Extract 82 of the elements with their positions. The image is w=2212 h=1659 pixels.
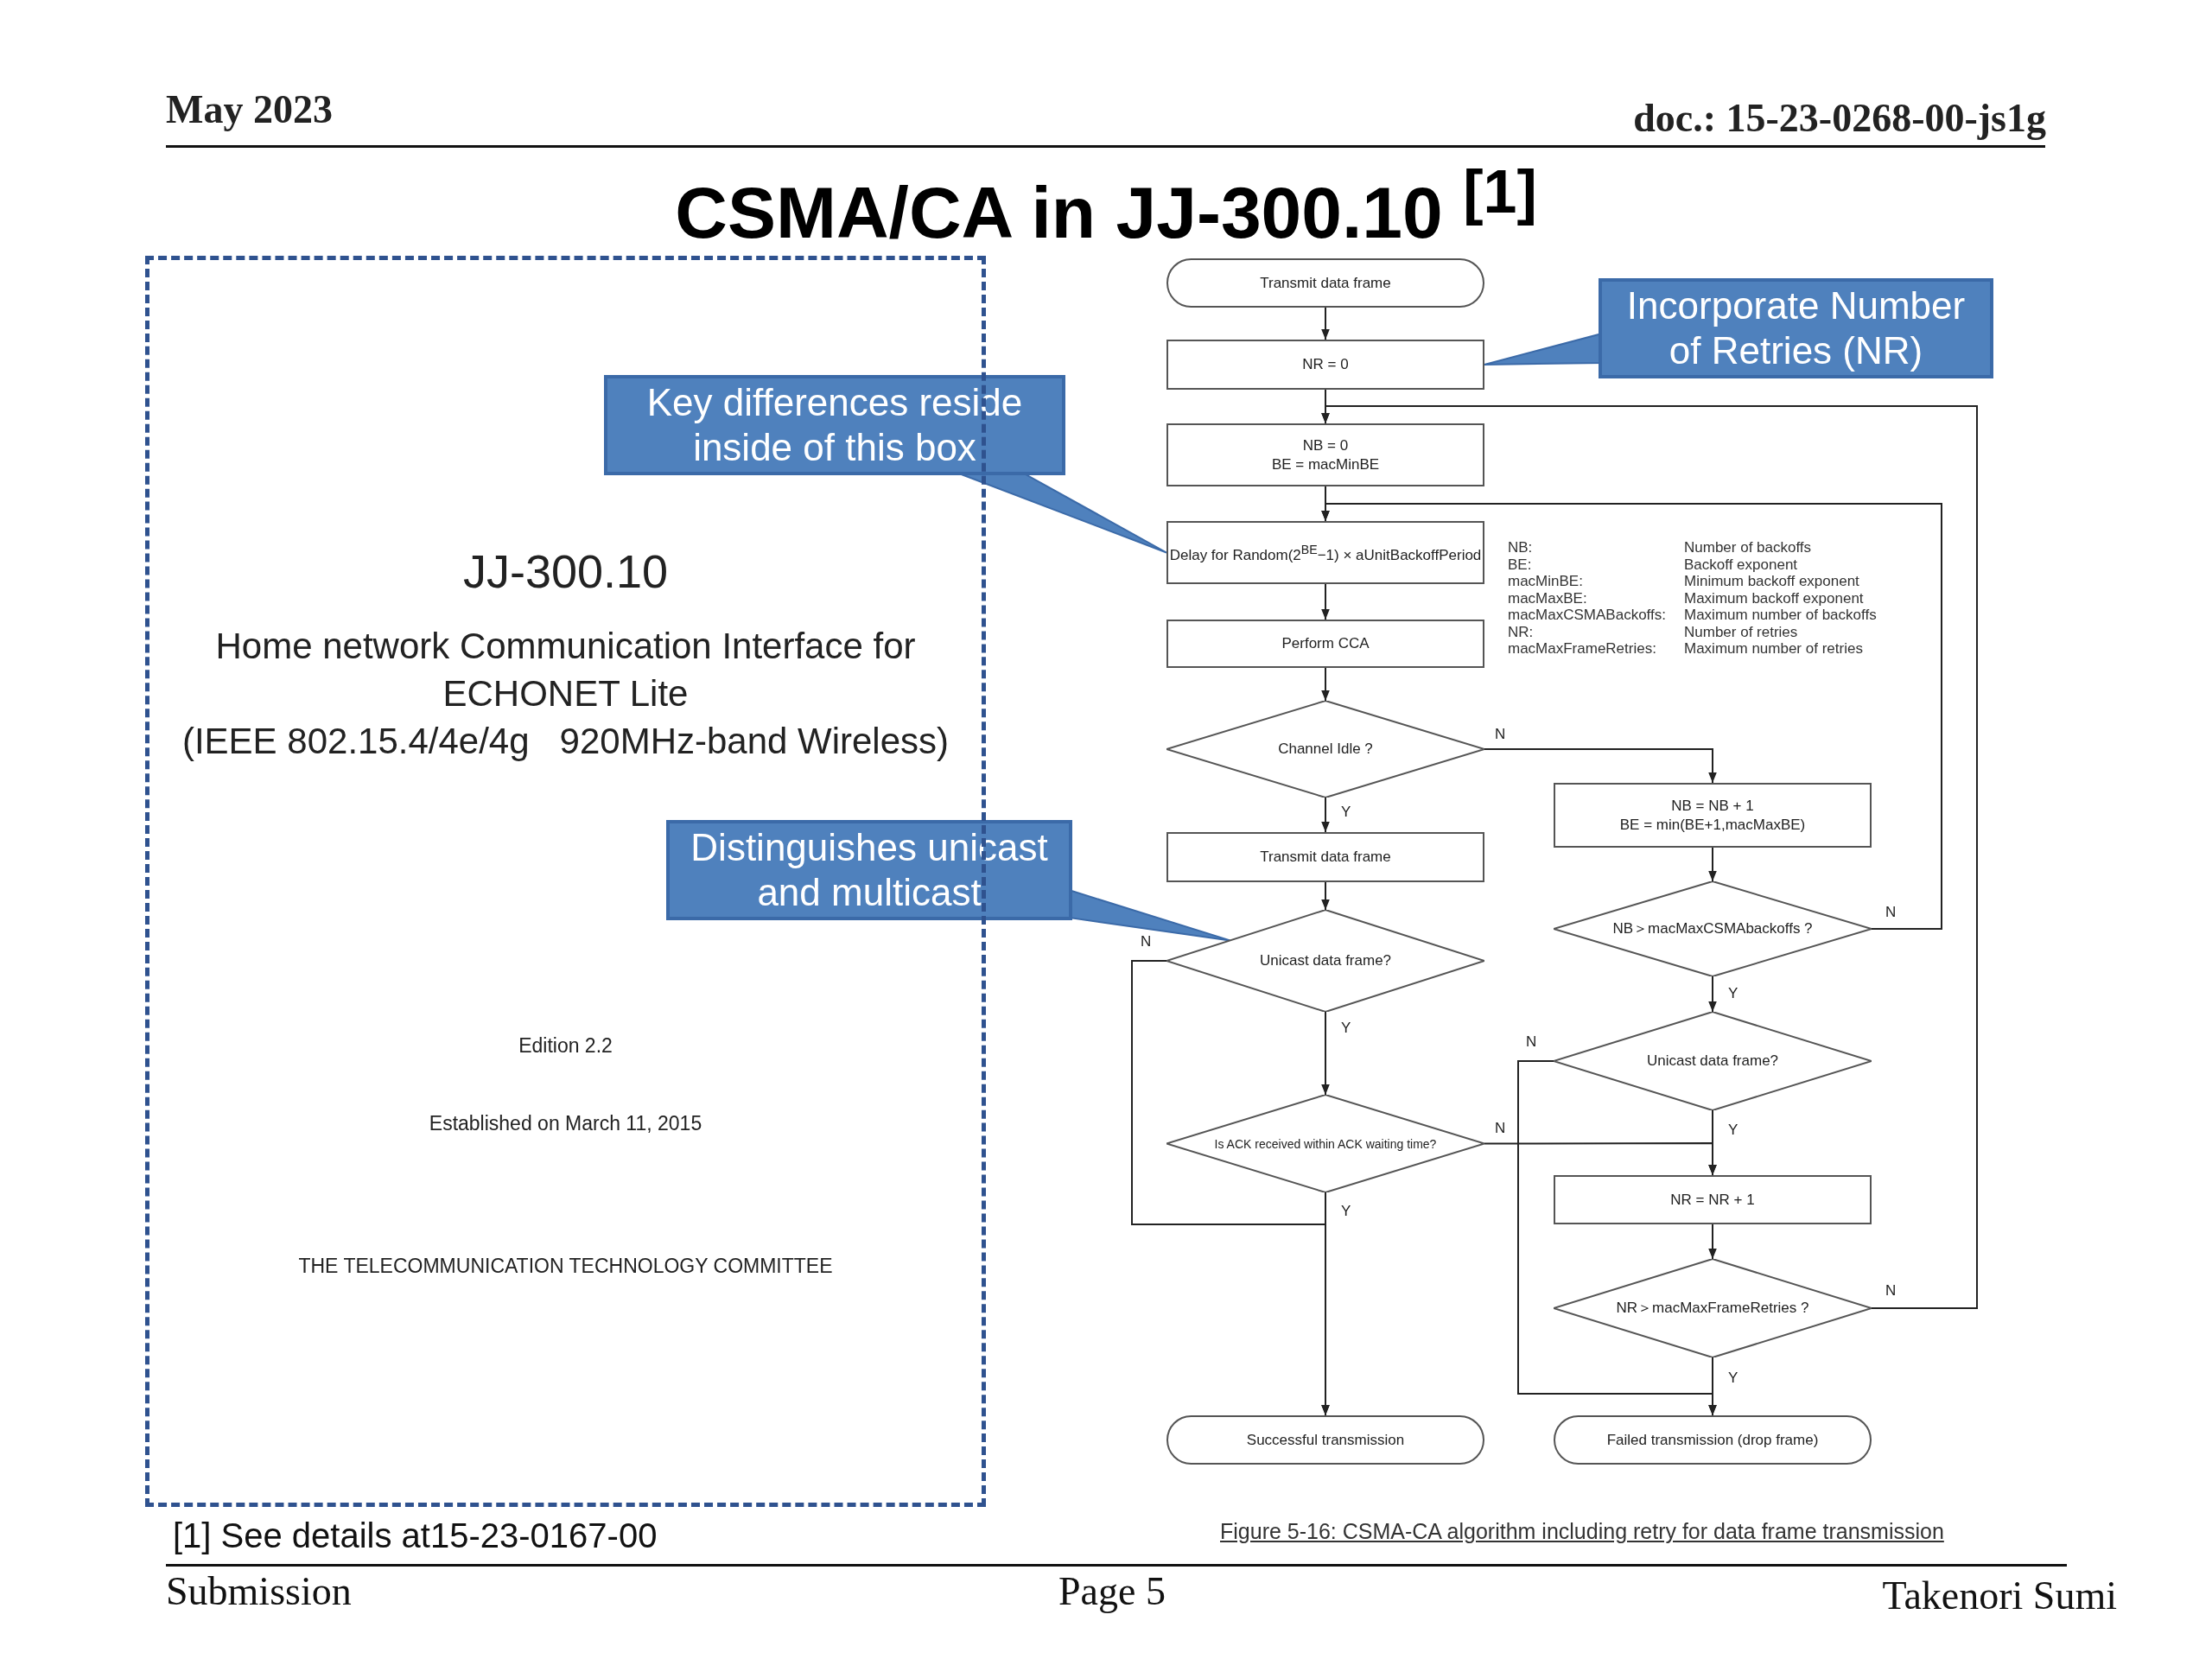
node-text: NR＞macMaxFrameRetries ? bbox=[1616, 1299, 1809, 1318]
figure-caption: Figure 5-16: CSMA-CA algorithm including retry for data frame transmission bbox=[1220, 1519, 1944, 1544]
term-definition: Maximum number of backoffs bbox=[1684, 607, 1877, 623]
decision-diamond bbox=[1554, 1012, 1872, 1110]
callout-box bbox=[1599, 278, 1993, 378]
arrow bbox=[1708, 1224, 1717, 1260]
arrow bbox=[1321, 1192, 1330, 1416]
arrow bbox=[1321, 667, 1330, 702]
node-text: Failed transmission (drop frame) bbox=[1606, 1430, 1819, 1450]
node-text: Is ACK received within ACK waiting time? bbox=[1214, 1135, 1437, 1152]
cover-text: Home network Communication Interface for ECHONET Lite bbox=[214, 625, 917, 715]
process-box bbox=[1166, 340, 1484, 390]
terminal-box bbox=[1166, 258, 1484, 308]
process-box bbox=[1166, 423, 1484, 486]
node-text: Channel Idle ? bbox=[1278, 740, 1373, 759]
callout-text: Distinguishes unicast and multicast bbox=[690, 825, 1049, 915]
term-name: macMaxBE: bbox=[1508, 589, 1587, 607]
node-text: Unicast data frame? bbox=[1646, 1052, 1779, 1071]
node-text: Transmit data frame bbox=[1260, 273, 1391, 293]
cover-text: (IEEE 802.15.4/4e/4g 920MHz-band Wireless) bbox=[181, 720, 950, 763]
node-text: BE = macMinBE bbox=[1271, 454, 1380, 474]
arrow bbox=[1321, 797, 1330, 833]
node-text: Delay for Random(2$^{BE}$−1) × aUnitBackoffPeriod bbox=[1169, 542, 1482, 565]
arrow bbox=[1321, 307, 1330, 340]
slide-title: CSMA/CA in JJ-300.10 $^{[1]}$ bbox=[674, 157, 1538, 255]
process-box bbox=[1166, 620, 1484, 668]
terminal-box bbox=[1554, 1415, 1872, 1465]
term-name: NB: bbox=[1508, 539, 1533, 556]
decision-diamond bbox=[1166, 910, 1484, 1012]
process-box bbox=[1166, 521, 1484, 584]
footer-text: Submission bbox=[166, 1568, 352, 1614]
cover-text: Established on March 11, 2015 bbox=[428, 1111, 703, 1136]
decision-diamond bbox=[1554, 881, 1872, 976]
arrow bbox=[1708, 1357, 1717, 1416]
cover-text: THE TELECOMMUNICATION TECHNOLOGY COMMITTEE bbox=[297, 1254, 834, 1279]
decision-diamond bbox=[1554, 1259, 1872, 1357]
arrow bbox=[1321, 1011, 1330, 1096]
node-text: Successful transmission bbox=[1246, 1430, 1405, 1450]
arrow bbox=[1321, 881, 1330, 911]
term-name: macMaxFrameRetries: bbox=[1508, 640, 1656, 657]
author-name: Takenori Sumi bbox=[1882, 1573, 2117, 1618]
process-box bbox=[1554, 783, 1872, 848]
process-box bbox=[1554, 1175, 1872, 1224]
arrow bbox=[1321, 405, 1978, 1309]
term-name: NR: bbox=[1508, 623, 1534, 640]
term-definition: Maximum backoff exponent bbox=[1684, 589, 1864, 607]
document-number: doc.: 15-23-0268-00-js1g bbox=[1633, 95, 2046, 141]
term-definition: Maximum number of retries bbox=[1684, 640, 1863, 657]
node-text: BE = min(BE+1,macMaxBE) bbox=[1619, 815, 1806, 835]
page-number: Page 5 bbox=[1058, 1568, 1166, 1614]
arrow bbox=[1708, 847, 1717, 882]
term-name: macMinBE: bbox=[1508, 573, 1583, 589]
arrow bbox=[1484, 748, 1717, 784]
term-definition: Number of retries bbox=[1684, 623, 1798, 640]
header-date: May 2023 bbox=[166, 86, 333, 132]
term-definition: Number of backoffs bbox=[1684, 539, 1812, 556]
node-text: NR = 0 bbox=[1302, 355, 1349, 374]
callout-text: Key differences reside inside of this box bbox=[645, 380, 1024, 470]
node-text: NR = NR + 1 bbox=[1670, 1190, 1755, 1210]
arrow bbox=[1321, 503, 1942, 930]
arrow bbox=[1708, 1109, 1717, 1176]
decision-diamond bbox=[1166, 701, 1484, 798]
node-text: NB = 0 bbox=[1302, 435, 1349, 455]
node-text: Unicast data frame? bbox=[1259, 951, 1392, 970]
cover-text: Edition 2.2 bbox=[518, 1033, 613, 1058]
callout-box bbox=[666, 820, 1072, 920]
callout-text: Incorporate Number of Retries (NR) bbox=[1625, 283, 1967, 373]
arrow bbox=[1708, 976, 1717, 1013]
term-name: BE: bbox=[1508, 556, 1532, 573]
cover-text: JJ-300.10 bbox=[461, 544, 670, 599]
arrow bbox=[1321, 583, 1330, 620]
decision-diamond bbox=[1166, 1095, 1484, 1192]
term-name: macMaxCSMABackoffs: bbox=[1508, 607, 1666, 623]
footnote: [1] See details at15-23-0167-00 bbox=[173, 1516, 658, 1555]
term-definition: Backoff exponent bbox=[1684, 556, 1798, 573]
term-definition: Minimum backoff exponent bbox=[1684, 573, 1859, 589]
process-box bbox=[1166, 832, 1484, 882]
node-text: Perform CCA bbox=[1281, 634, 1370, 653]
node-text: NB＞macMaxCSMAbackoffs ? bbox=[1612, 919, 1813, 938]
node-text: Transmit data frame bbox=[1260, 848, 1391, 867]
node-text: NB = NB + 1 bbox=[1671, 796, 1754, 816]
terminal-box bbox=[1166, 1415, 1484, 1465]
